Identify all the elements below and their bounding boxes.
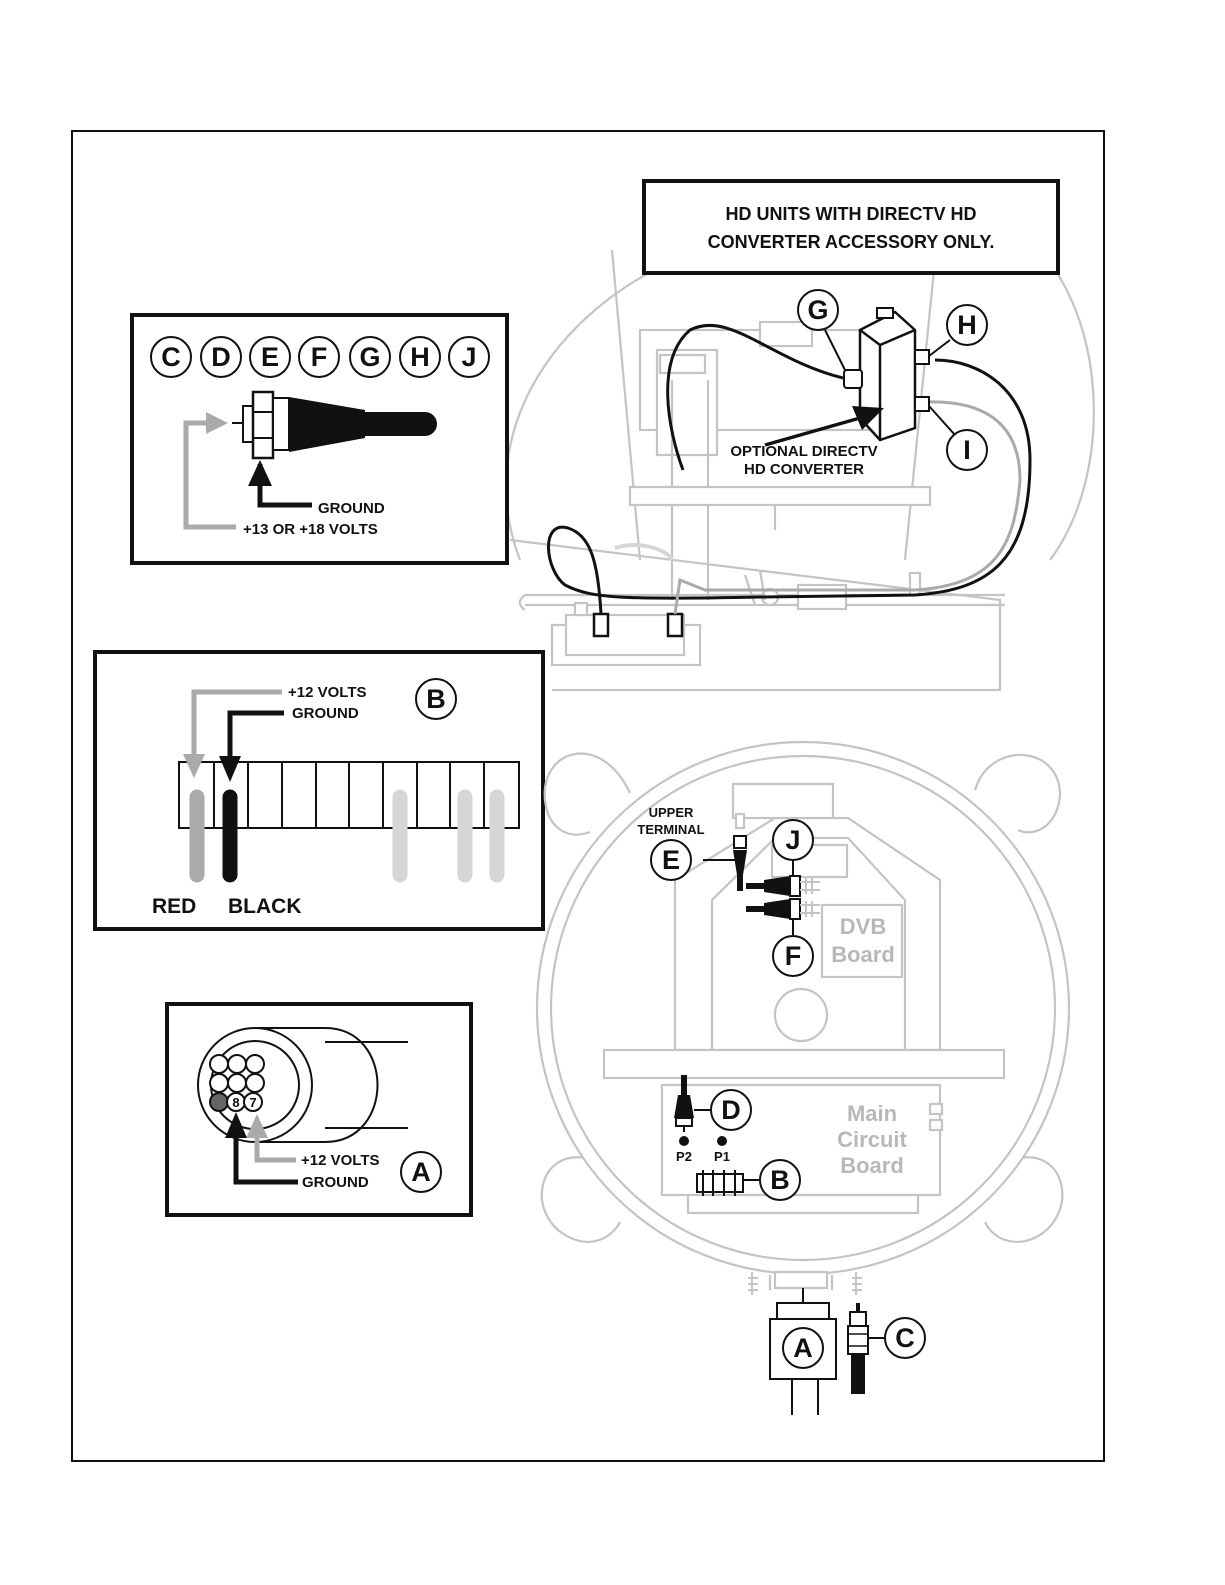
callout-d-letter: D bbox=[721, 1095, 741, 1125]
callout-g-letter: G bbox=[807, 295, 828, 325]
connector-volts-label: +13 OR +18 VOLTS bbox=[243, 521, 378, 538]
plug-box: 8 7 +12 VOLTS GROUND A bbox=[167, 1004, 471, 1215]
pin-8-label: 8 bbox=[232, 1095, 239, 1110]
terminal-ground-label: GROUND bbox=[292, 705, 359, 722]
callout-f-letter: F bbox=[785, 941, 802, 971]
header-line-2: CONVERTER ACCESSORY ONLY. bbox=[708, 232, 995, 252]
connector-letter-j: J bbox=[461, 342, 476, 372]
red-wire-label: RED bbox=[152, 895, 196, 918]
dvb-board-label-1: DVB bbox=[840, 914, 886, 939]
port-p2-label: P2 bbox=[676, 1149, 692, 1164]
connector-letter-d: D bbox=[211, 342, 231, 372]
callout-j-letter: J bbox=[785, 825, 800, 855]
terminal-volts-label: +12 VOLTS bbox=[288, 684, 367, 701]
header-box: HD UNITS WITH DIRECTV HD CONVERTER ACCES… bbox=[644, 181, 1058, 273]
callout-b-letter: B bbox=[770, 1165, 790, 1195]
callout-e-letter: E bbox=[662, 845, 680, 875]
converter-label-1: OPTIONAL DIRECTV bbox=[730, 443, 877, 460]
converter-label-2: HD CONVERTER bbox=[744, 461, 864, 478]
bottom-cables: A C bbox=[770, 1288, 925, 1415]
upper-terminal-label-1: UPPER bbox=[649, 805, 694, 820]
main-board-label-1: Main bbox=[847, 1101, 897, 1126]
callout-h-letter: H bbox=[957, 310, 977, 340]
dvb-board-label-2: Board bbox=[831, 942, 895, 967]
connector-letter-g: G bbox=[359, 342, 380, 372]
black-wire-label: BLACK bbox=[228, 895, 302, 918]
connector-letter-e: E bbox=[261, 342, 279, 372]
terminal-letter-b: B bbox=[426, 684, 446, 714]
callout-i-letter: I bbox=[963, 435, 971, 465]
header-line-1: HD UNITS WITH DIRECTV HD bbox=[726, 204, 977, 224]
callout-i: I bbox=[929, 406, 987, 470]
pin-7-label: 7 bbox=[249, 1095, 256, 1110]
upper-terminal-label-2: TERMINAL bbox=[637, 822, 704, 837]
connector-letter-c: C bbox=[161, 342, 181, 372]
callout-a-letter: A bbox=[793, 1333, 813, 1363]
connector-ground-label: GROUND bbox=[318, 500, 385, 517]
callout-h: H bbox=[929, 305, 987, 356]
plug-letter-a: A bbox=[411, 1157, 431, 1187]
main-board-label-2: Circuit bbox=[837, 1127, 907, 1152]
port-p1-label: P1 bbox=[714, 1149, 730, 1164]
connector-letter-f: F bbox=[311, 342, 328, 372]
callout-c-letter: C bbox=[895, 1323, 915, 1353]
main-board-label-3: Board bbox=[840, 1153, 904, 1178]
connector-box: C D E F G H J GROUND bbox=[132, 315, 507, 563]
plug-ground-label: GROUND bbox=[302, 1174, 369, 1191]
plug-volts-label: +12 VOLTS bbox=[301, 1152, 380, 1169]
terminal-box: +12 VOLTS GROUND B RED BLACK bbox=[95, 652, 543, 929]
connector-letter-h: H bbox=[410, 342, 430, 372]
